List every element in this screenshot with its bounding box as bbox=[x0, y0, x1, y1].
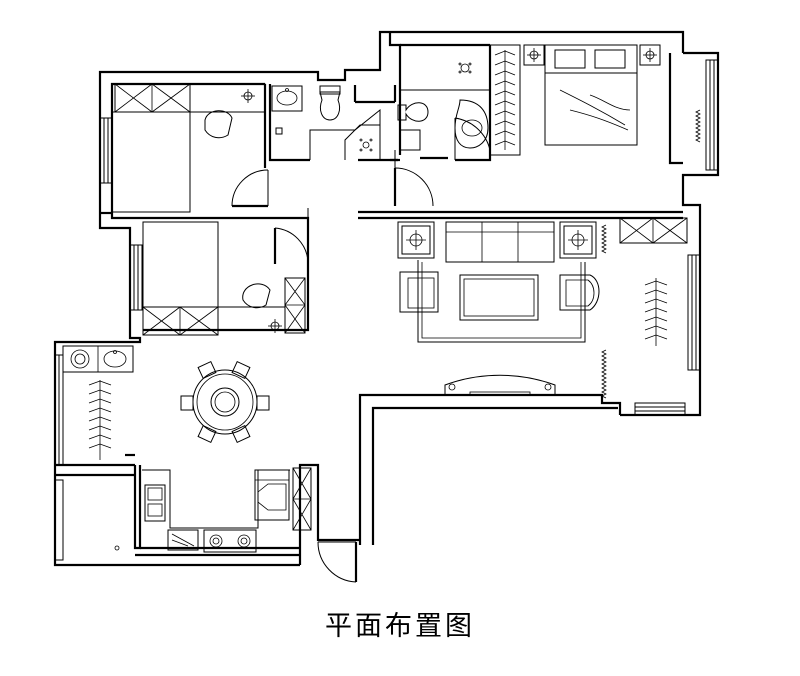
windows bbox=[54, 59, 719, 561]
bedroom-middle-left bbox=[142, 221, 306, 336]
kitchen bbox=[142, 467, 312, 553]
dining-area bbox=[62, 345, 270, 551]
living-room bbox=[397, 217, 688, 399]
bathroom-master bbox=[397, 44, 491, 151]
bathroom-middle bbox=[271, 85, 381, 160]
exterior-walls bbox=[53, 30, 720, 567]
doors bbox=[231, 117, 491, 583]
master-bedroom bbox=[489, 44, 701, 156]
plan-title: 平面布置图 bbox=[325, 611, 475, 642]
bedroom-top-left bbox=[111, 83, 266, 213]
